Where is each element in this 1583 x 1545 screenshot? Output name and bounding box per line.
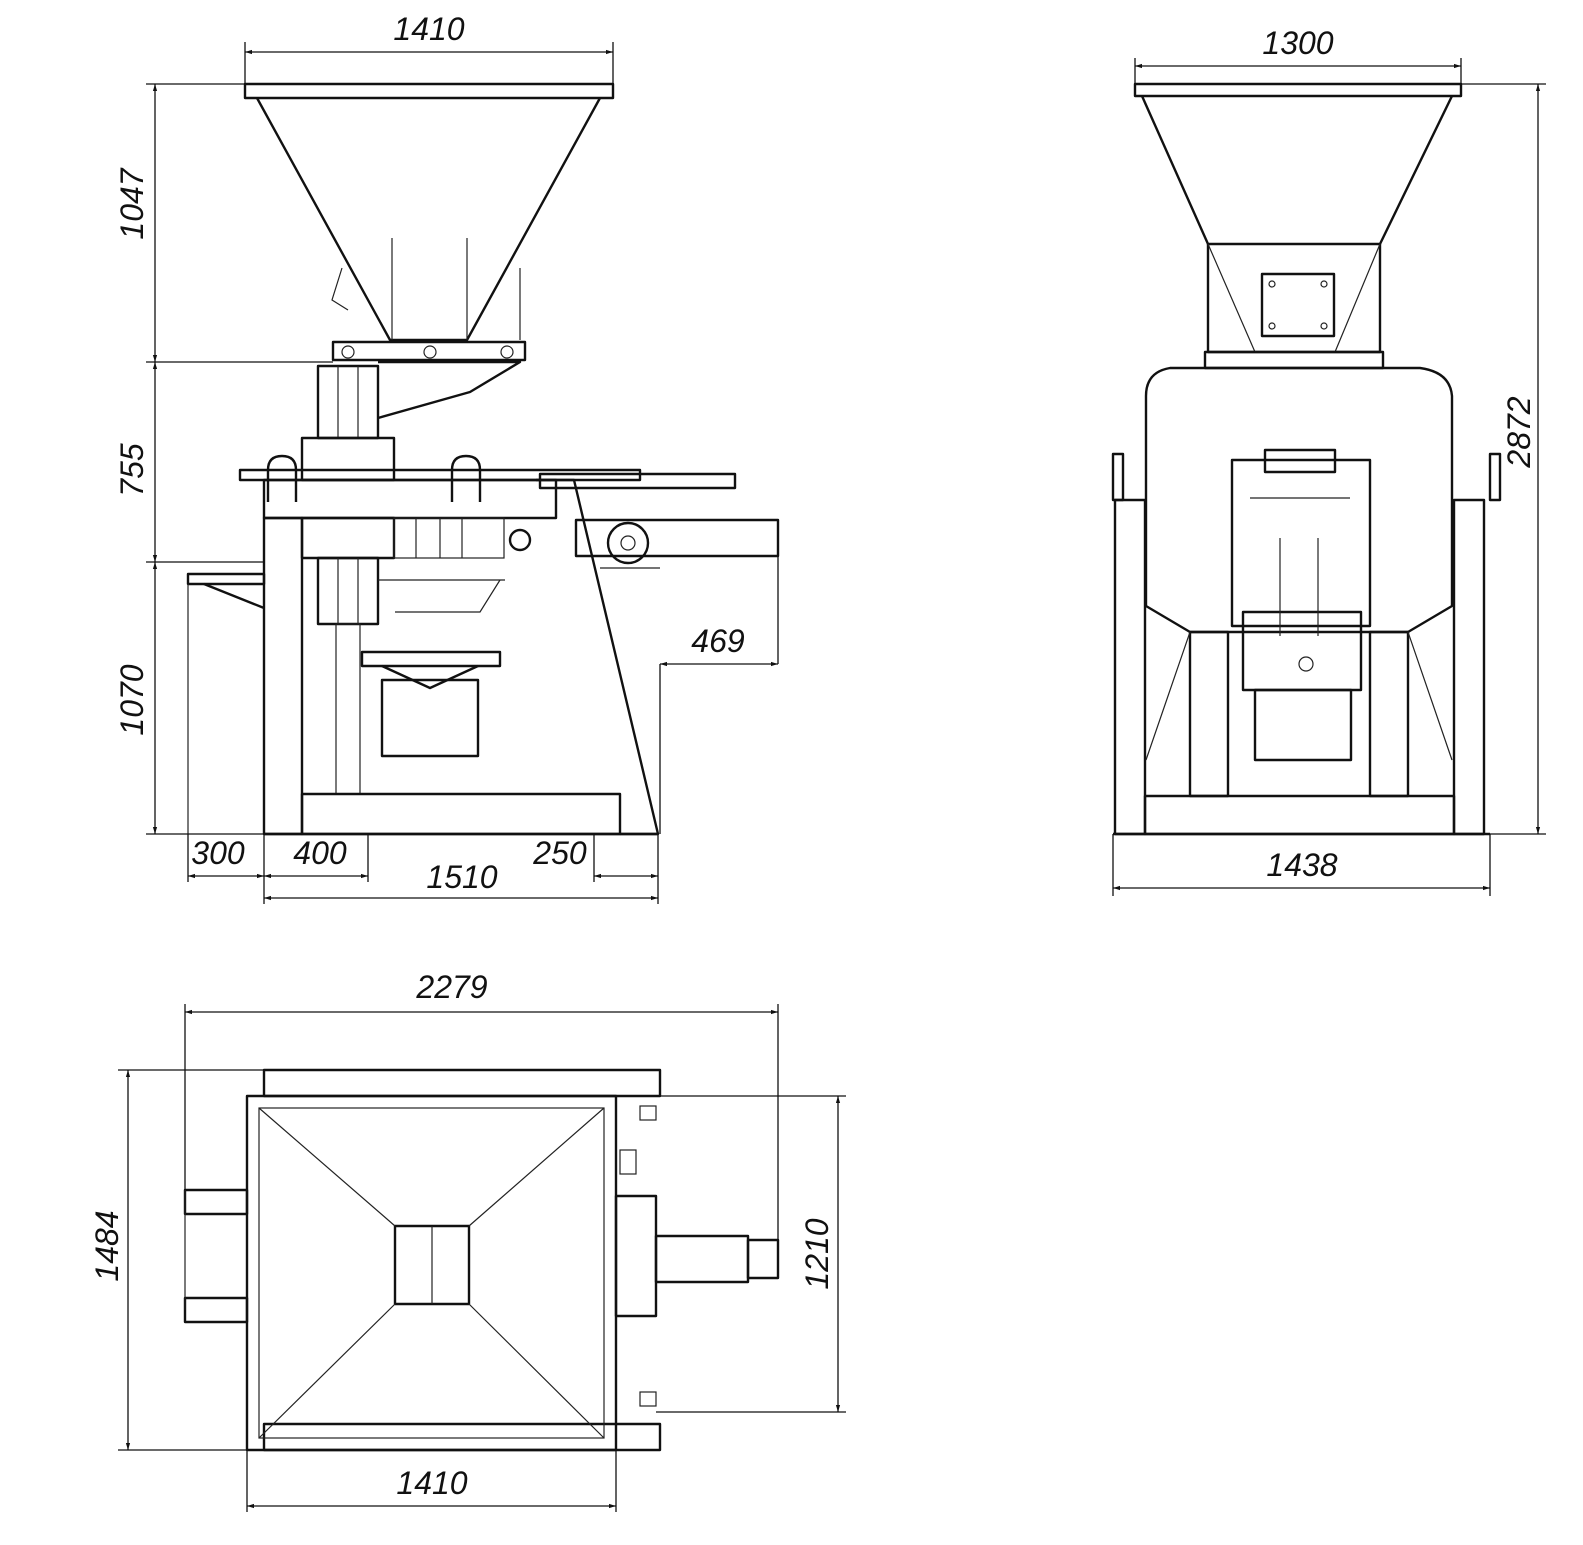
dim-plan-hopper-width: 1410 [396, 1465, 467, 1501]
dim-side-base-250: 250 [532, 835, 587, 871]
dim-front-base-width: 1438 [1266, 847, 1337, 883]
dim-side-base-total: 1510 [426, 859, 497, 895]
dim-front-total-height: 2872 [1501, 396, 1537, 468]
dim-side-overhang: 469 [691, 623, 745, 659]
dim-side-hopper-height: 1047 [114, 167, 150, 239]
dim-side-base-300: 300 [191, 835, 245, 871]
dimension-lines [118, 42, 1546, 1512]
dim-side-base-400: 400 [293, 835, 347, 871]
side-view [186, 82, 780, 836]
plan-view [183, 1068, 780, 1452]
dim-plan-total-width: 2279 [415, 969, 487, 1005]
front-view [1111, 82, 1502, 836]
dim-plan-depth: 1484 [89, 1210, 125, 1281]
dimension-labels: 1410 1047 755 1070 469 300 400 250 1510 … [89, 11, 1537, 1501]
dim-side-base-height: 1070 [114, 664, 150, 735]
dim-plan-inner-depth: 1210 [799, 1218, 835, 1289]
dim-side-top-width: 1410 [393, 11, 464, 47]
dim-front-top-width: 1300 [1262, 25, 1333, 61]
dim-side-middle-height: 755 [114, 443, 150, 497]
